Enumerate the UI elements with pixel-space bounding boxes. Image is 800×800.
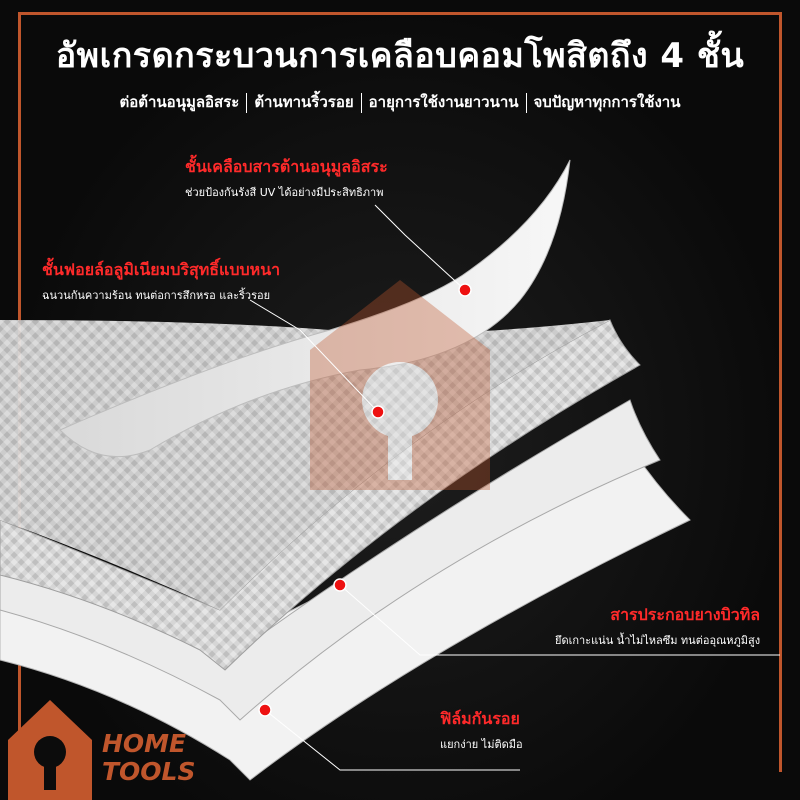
- layer-label-uv: ชั้นเคลือบสารต้านอนุมูลอิสระ ช่วยป้องกัน…: [185, 155, 388, 201]
- layer-label-film: ฟิล์มกันรอย แยกง่าย ไม่ติดมือ: [440, 707, 523, 753]
- marker-rubber: [333, 578, 347, 592]
- brand-line: HOME: [102, 729, 187, 758]
- foil-layer: [0, 319, 641, 671]
- uv-coating-layer: [59, 159, 571, 458]
- layer-title: สารประกอบยางบิวทิล: [610, 605, 761, 624]
- feature-item: อายุการใช้งานยาวนาน: [368, 93, 519, 111]
- layer-desc: แยกง่าย ไม่ติดมือ: [440, 738, 523, 751]
- feature-item: จบปัญหาทุกการใช้งาน: [533, 93, 681, 111]
- feature-item: ต้านทานริ้วรอย: [254, 93, 354, 111]
- watermark-logo: [310, 280, 490, 490]
- feature-divider: [246, 92, 248, 113]
- marker-uv: [458, 283, 472, 297]
- leader-line-rubber: [339, 584, 780, 656]
- page-title: อัพเกรดกระบวนการเคลือบคอมโพสิตถึง 4 ชั้น: [55, 36, 745, 76]
- marker-film: [258, 703, 272, 717]
- leader-line-foil: [249, 299, 379, 413]
- frame-right-border: [779, 12, 782, 772]
- layer-title: ชั้นฟอยล์อลูมิเนียมบริสุทธิ์แบบหนา: [42, 260, 281, 279]
- feature-divider: [360, 92, 362, 113]
- layer-title: ชั้นเคลือบสารต้านอนุมูลอิสระ: [185, 157, 388, 176]
- layer-title: ฟิล์มกันรอย: [440, 709, 520, 728]
- layer-label-rubber: สารประกอบยางบิวทิล ยึดเกาะแน่น น้ำไม่ไหล…: [555, 603, 760, 649]
- brand-logo-icon: [8, 700, 92, 800]
- brand-wordmark: HOME TOOLS: [40, 730, 196, 786]
- feature-bar: ต่อต้านอนุมูลอิสระ ต้านทานริ้วรอย อายุการใ…: [0, 90, 800, 114]
- layer-desc: ช่วยป้องกันรังสี UV ได้อย่างมีประสิทธิภา…: [185, 186, 384, 199]
- marker-foil: [371, 405, 385, 419]
- feature-item: ต่อต้านอนุมูลอิสระ: [119, 93, 240, 111]
- leader-line-uv: [374, 204, 466, 291]
- brand-line: TOOLS: [102, 757, 196, 786]
- feature-divider: [525, 92, 527, 113]
- layer-desc: ฉนวนกันความร้อน ทนต่อการสึกหรอ และริ้วรอ…: [42, 289, 271, 302]
- layer-desc: ยึดเกาะแน่น น้ำไม่ไหลซึม ทนต่ออุณหภูมิสู…: [555, 634, 761, 647]
- leader-line-film: [264, 709, 520, 771]
- layer-label-foil: ชั้นฟอยล์อลูมิเนียมบริสุทธิ์แบบหนา ฉนวนก…: [42, 258, 280, 304]
- frame-top-border: [18, 12, 782, 15]
